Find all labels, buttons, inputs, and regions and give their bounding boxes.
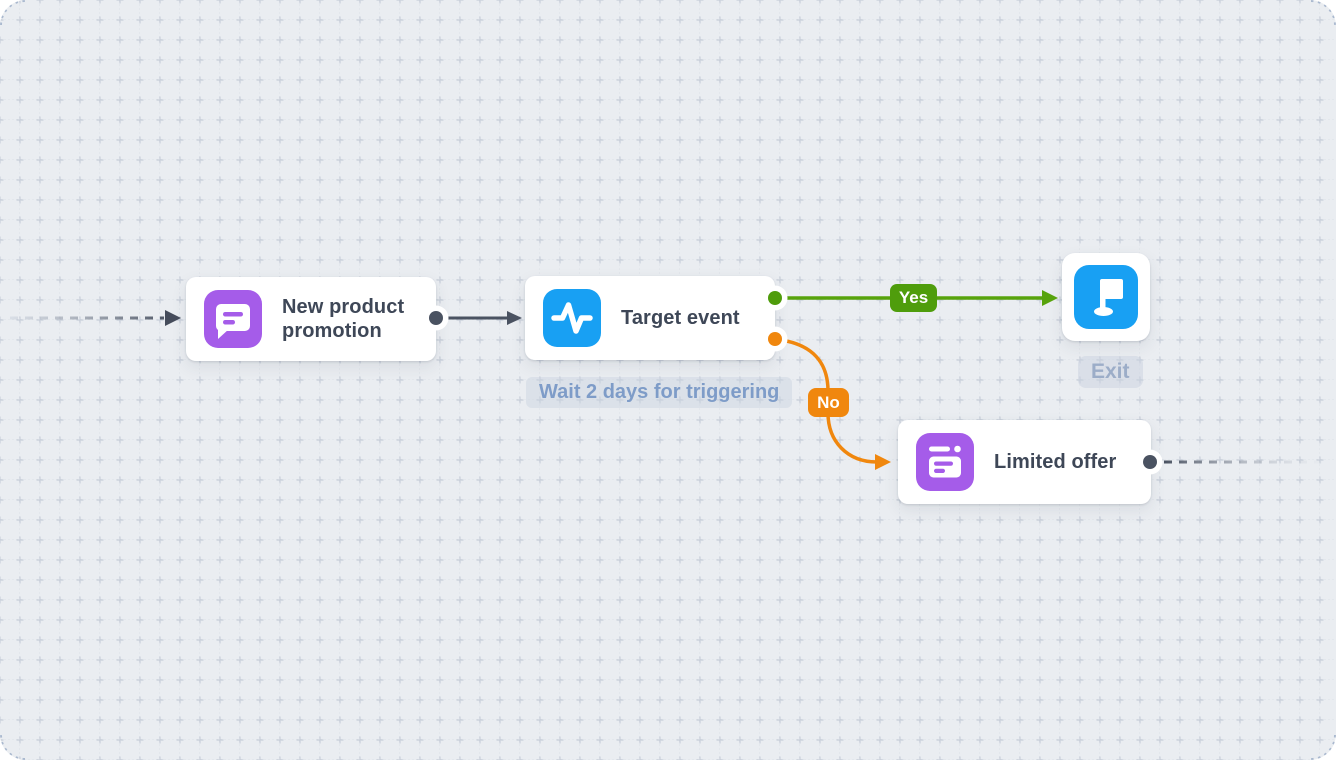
node-label: New product promotion — [282, 296, 405, 342]
node-label: Limited offer — [994, 451, 1117, 473]
chat-message-icon — [204, 290, 262, 348]
offer-card-icon — [916, 433, 974, 491]
node-new-product-promotion[interactable]: New product promotion — [186, 277, 436, 361]
flag-icon — [1074, 265, 1138, 329]
edge-label-no[interactable]: No — [808, 388, 849, 417]
node-exit[interactable] — [1062, 253, 1150, 341]
edge-label-yes[interactable]: Yes — [890, 284, 937, 312]
exit-node-label: Exit — [1078, 356, 1143, 388]
wait-duration-note: Wait 2 days for triggering — [526, 377, 793, 408]
node-label: Target event — [621, 307, 740, 329]
node-limited-offer[interactable]: Limited offer — [898, 420, 1151, 504]
node-target-event[interactable]: Target event — [525, 276, 775, 360]
pulse-icon — [543, 289, 601, 347]
